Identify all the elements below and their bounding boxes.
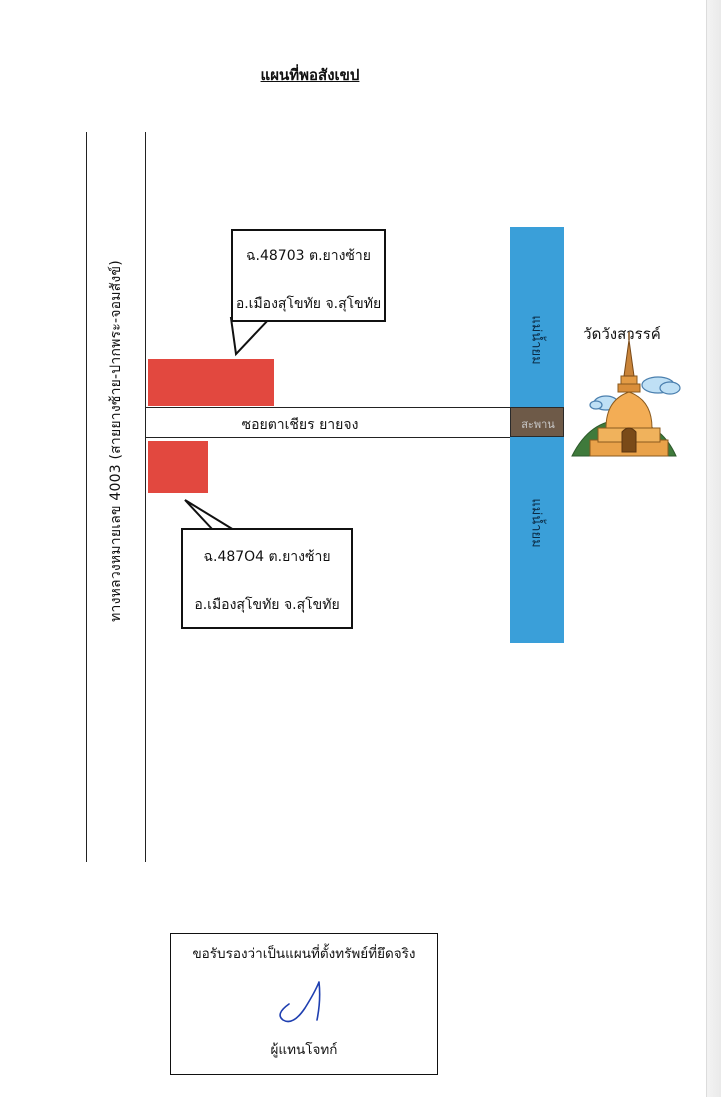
signature-mark — [279, 981, 321, 1023]
certification-statement: ขอรับรองว่าเป็นแผนที่ตั้งทรัพย์ที่ยึดจริ… — [192, 946, 416, 962]
certification-signer: ผู้แทนโจทก์ — [270, 1042, 338, 1058]
highway-edge-left — [86, 132, 87, 862]
bridge-label: สะพาน — [521, 418, 555, 431]
parcel-48703 — [148, 359, 274, 406]
certification-box: ขอรับรองว่าเป็นแผนที่ตั้งทรัพย์ที่ยึดจริ… — [170, 933, 438, 1075]
parcel-callout-lower-line2: อ.เมืองสุโขทัย จ.สุโขทัย — [194, 597, 340, 613]
parcel-callout-upper: ฉ.48703 ต.ยางซ้าย อ.เมืองสุโขทัย จ.สุโขท… — [231, 229, 386, 322]
river-upper — [510, 227, 564, 407]
parcel-48704 — [148, 441, 208, 493]
parcel-callout-lower-line1: ฉ.487О4 ต.ยางซ้าย — [203, 549, 331, 565]
parcel-callout-lower: ฉ.487О4 ต.ยางซ้าย อ.เมืองสุโขทัย จ.สุโขท… — [181, 528, 353, 629]
soi-label: ซอยตาเชียร ยายจง — [241, 417, 359, 433]
parcel-callout-upper-line1: ฉ.48703 ต.ยางซ้าย — [246, 248, 371, 264]
soi-edge-top — [145, 407, 510, 408]
highway-edge-right — [145, 132, 146, 862]
bridge: สะพาน — [510, 407, 564, 437]
parcel-callout-upper-line2: อ.เมืองสุโขทัย จ.สุโขทัย — [235, 296, 382, 312]
river-lower — [510, 437, 564, 643]
soi-edge-bottom — [145, 437, 510, 438]
temple-label: วัดวังสวรรค์ — [583, 325, 661, 343]
map-title: แผนที่พอสังเขป — [260, 66, 360, 84]
page-edge — [706, 0, 721, 1097]
